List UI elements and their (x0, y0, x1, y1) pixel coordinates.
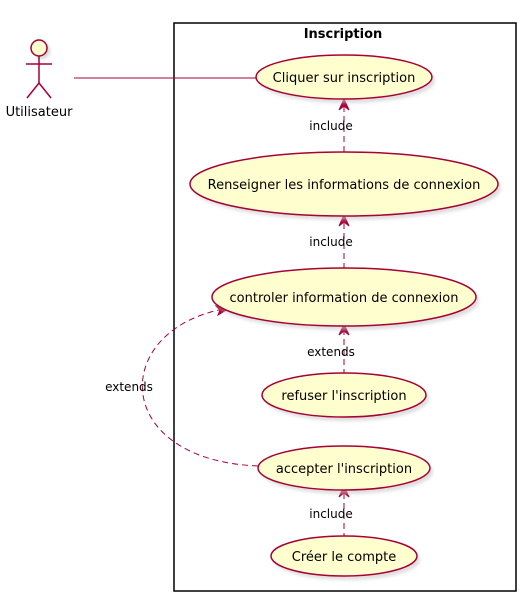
actor-right-leg (38, 82, 52, 99)
use-case-renseigner: Renseigner les informations de connexion (189, 151, 501, 220)
system-boundary (173, 22, 517, 592)
use-case-ellipse (270, 535, 418, 577)
use-case-ellipse (189, 151, 499, 217)
label-extends-1: extends (307, 345, 355, 359)
use-case-refuser: refuser l'inscription (261, 372, 429, 421)
actor-utilisateur: Utilisateur (6, 39, 74, 120)
use-case-controler: controler information de connexion (211, 267, 479, 330)
label-extends-2: extends (105, 380, 153, 394)
use-case-accepter: accepter l'inscription (257, 445, 433, 494)
use-case-creer: Créer le compte (270, 535, 420, 580)
label-include-2: include (309, 235, 352, 249)
relation-line-accepter-controler (141, 308, 259, 467)
system-title: Inscription (304, 27, 383, 42)
use-case-cliquer: Cliquer sur inscription (255, 54, 435, 103)
use-case-label: Renseigner les informations de connexion (208, 178, 481, 193)
use-case-label: Cliquer sur inscription (273, 71, 416, 86)
use-case-ellipse (257, 445, 431, 491)
use-case-label: accepter l'inscription (276, 462, 412, 477)
use-case-label: refuser l'inscription (281, 389, 406, 404)
actor-label: Utilisateur (6, 105, 74, 120)
label-include-3: include (309, 507, 352, 521)
arrowhead-cliquer (338, 97, 350, 111)
actor-head (30, 39, 48, 57)
use-case-ellipse (211, 267, 477, 327)
actor-left-leg (26, 82, 40, 99)
use-case-ellipse (255, 54, 433, 100)
use-case-ellipse (261, 372, 427, 418)
arrowhead-renseigner (338, 213, 350, 227)
use-case-label: Créer le compte (292, 550, 396, 565)
use-case-label: controler information de connexion (230, 291, 459, 306)
label-include-1: include (309, 119, 352, 133)
